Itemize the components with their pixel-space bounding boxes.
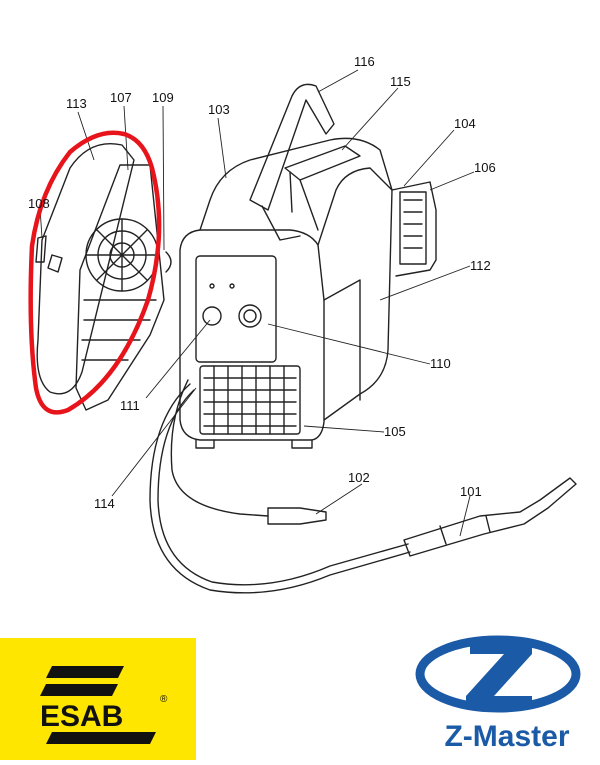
control-knob-left bbox=[202, 306, 222, 326]
housing-body bbox=[199, 137, 393, 421]
part-label-105: 105 bbox=[384, 424, 406, 439]
carry-handle bbox=[249, 83, 335, 211]
part-label-102: 102 bbox=[348, 470, 370, 485]
control-panel bbox=[195, 255, 277, 363]
mig-torch bbox=[403, 477, 577, 557]
part-label-107: 107 bbox=[110, 90, 132, 105]
part-label-109: 109 bbox=[152, 90, 174, 105]
fan-grille-frame bbox=[75, 164, 165, 411]
rear-socket-block bbox=[391, 181, 437, 277]
top-panel bbox=[284, 145, 361, 181]
zmaster-logo: Z-Master bbox=[400, 628, 600, 760]
esab-wordmark: ESAB bbox=[40, 700, 123, 733]
part-label-108: 108 bbox=[28, 196, 50, 211]
zmaster-wordmark: Z-Master bbox=[444, 720, 570, 753]
work-cable bbox=[170, 379, 269, 517]
highlight-outline bbox=[28, 130, 162, 415]
zmaster-z-icon bbox=[466, 642, 532, 708]
part-label-115: 115 bbox=[390, 74, 411, 89]
front-vent-grille bbox=[199, 365, 301, 435]
part-label-103: 103 bbox=[208, 102, 230, 117]
part-label-101: 101 bbox=[460, 484, 482, 499]
part-label-104: 104 bbox=[454, 116, 476, 131]
part-label-116: 116 bbox=[354, 54, 375, 69]
part-label-114: 114 bbox=[94, 496, 115, 511]
control-knob-right bbox=[238, 304, 262, 328]
part-label-113: 113 bbox=[66, 96, 87, 111]
registered-mark: ® bbox=[160, 694, 168, 705]
earth-clamp bbox=[267, 507, 327, 525]
part-label-106: 106 bbox=[474, 160, 496, 175]
housing-front bbox=[179, 229, 325, 441]
side-cover-panel bbox=[36, 143, 135, 395]
part-label-110: 110 bbox=[430, 356, 451, 371]
torch-hose bbox=[149, 383, 411, 594]
esab-logo: ESAB ® bbox=[0, 638, 196, 760]
cover-slot bbox=[47, 254, 63, 273]
part-label-112: 112 bbox=[470, 258, 491, 273]
part-label-111: 111 bbox=[120, 398, 140, 413]
